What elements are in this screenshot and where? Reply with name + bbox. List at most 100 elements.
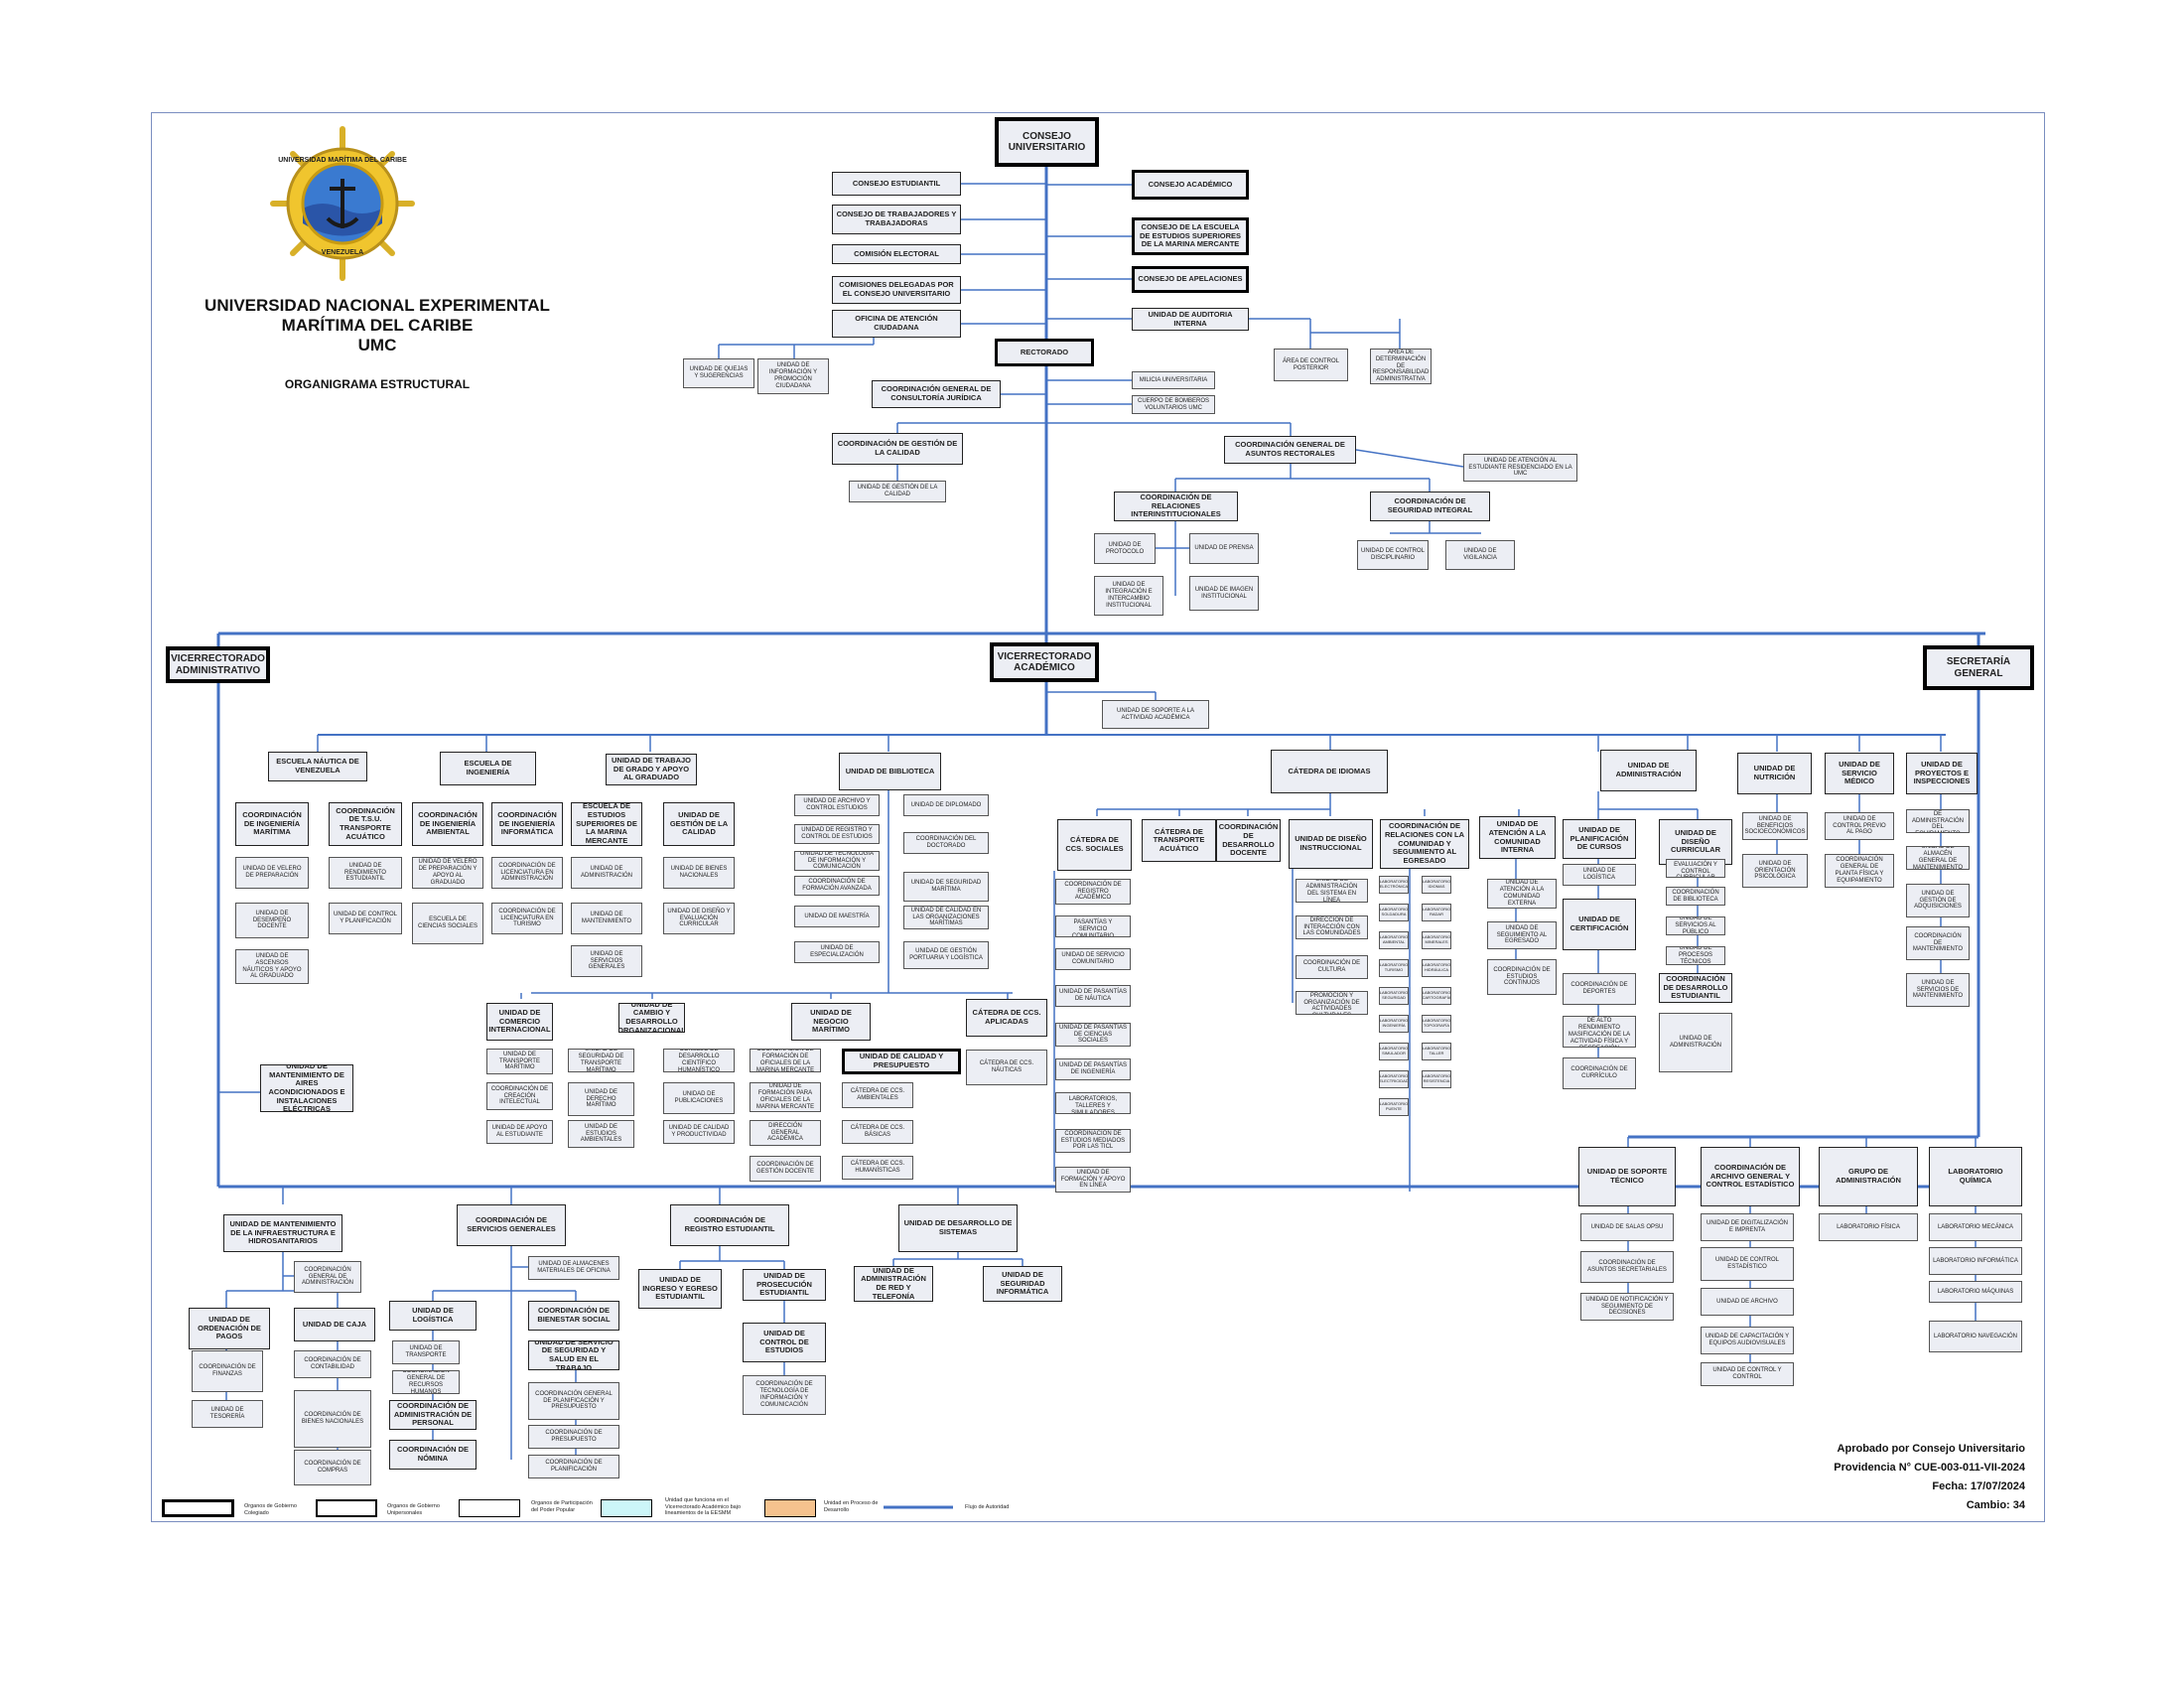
org-node-unidad-de-tesoreria: UNIDAD DE TESORERÍA	[192, 1400, 263, 1428]
org-node-vicerrectorado-academico: VICERRECTORADO ACADÉMICO	[990, 642, 1099, 682]
org-node-unidad-de-servicio-comunitario: UNIDAD DE SERVICIO COMUNITARIO	[1055, 948, 1131, 970]
org-node-coordinacion-general-de-administracion: COORDINACIÓN GENERAL DE ADMINISTRACIÓN	[294, 1261, 361, 1293]
org-node-grupo-de-administracion: GRUPO DE ADMINISTRACIÓN	[1819, 1147, 1918, 1206]
org-node-unidad-de-seguridad-maritima: UNIDAD DE SEGURIDAD MARÍTIMA	[903, 872, 989, 902]
org-node-escuela-de-ingenieria: ESCUELA DE INGENIERÍA	[440, 752, 536, 785]
org-node-consejo-academico: CONSEJO ACADÉMICO	[1132, 170, 1249, 200]
org-node-unidad-de-promocion-y-organizacion-de-ac: UNIDAD DE PROMOCIÓN Y ORGANIZACIÓN DE AC…	[1296, 991, 1368, 1015]
org-node-unidad-de-soporte-a-la-actividad-academi: UNIDAD DE SOPORTE A LA ACTIVIDAD ACADÉMI…	[1102, 700, 1209, 729]
org-node-comision-electoral: COMISIÓN ELECTORAL	[832, 244, 961, 264]
org-node-unidad-de-gestion-de-adquisiciones: UNIDAD DE GESTIÓN DE ADQUISICIONES	[1906, 884, 1970, 917]
org-node-unidad-de-notificacion-y-seguimiento-de-: UNIDAD DE NOTIFICACIÓN Y SEGUIMIENTO DE …	[1580, 1293, 1674, 1321]
org-node-coordinacion-general-de-recursos-humanos: COORDINACIÓN GENERAL DE RECURSOS HUMANOS	[392, 1370, 460, 1394]
legend-label-unipersonal: Organos de Gobierno Unipersonales	[387, 1503, 440, 1516]
org-node-laboratorio-radar: LABORATORIO RADAR	[1422, 904, 1451, 921]
org-node-unidad-de-digitalizacion-e-imprenta: UNIDAD DE DIGITALIZACIÓN E IMPRENTA	[1701, 1213, 1794, 1241]
org-node-unidad-de-administracion: UNIDAD DE ADMINISTRACIÓN	[1659, 1013, 1732, 1072]
org-node-unidad-de-planificacion-de-cursos: UNIDAD DE PLANIFICACIÓN DE CURSOS	[1563, 819, 1636, 859]
legend-swatch-unipersonal	[316, 1499, 377, 1517]
legend-label-popular: Organos de Participación del Poder Popul…	[531, 1500, 593, 1513]
org-node-laboratorio-resistencia: LABORATORIO RESISTENCIA	[1422, 1070, 1451, 1088]
legend-swatch-eesmm	[601, 1499, 652, 1517]
org-node-consejo-de-trabajadores-y-trabajadoras: CONSEJO DE TRABAJADORES Y TRABAJADORAS	[832, 205, 961, 234]
org-node-coordinacion-de-deportes: COORDINACIÓN DE DEPORTES	[1563, 973, 1636, 1005]
org-node-coordinacion-de-ingenieria-informatica: COORDINACIÓN DE INGENIERÍA INFORMÁTICA	[491, 802, 563, 846]
org-node-unidad-de-ascensos-nauticos-y-apoyo-al-g: UNIDAD DE ASCENSOS NÁUTICOS Y APOYO AL G…	[235, 949, 309, 984]
chart-subtitle: ORGANIGRAMA ESTRUCTURAL	[284, 377, 471, 391]
org-node-coordinacion-de-biblioteca: COORDINACIÓN DE BIBLIOTECA	[1666, 887, 1725, 906]
legend-label-authority: Flujo de Autoridad	[965, 1504, 1010, 1510]
legend-swatch-development	[764, 1499, 816, 1517]
org-node-unidad-de-negocio-maritimo: UNIDAD DE NEGOCIO MARÍTIMO	[791, 1003, 871, 1041]
diagram-frame	[151, 112, 2045, 1522]
org-node-consejo-estudiantil: CONSEJO ESTUDIANTIL	[832, 172, 961, 196]
org-node-unidad-de-logistica: UNIDAD DE LOGÍSTICA	[389, 1301, 477, 1331]
org-node-direccion-de-interaccion-con-las-comunid: DIRECCIÓN DE INTERACCIÓN CON LAS COMUNID…	[1296, 915, 1368, 939]
org-node-unidad-de-administracion: UNIDAD DE ADMINISTRACIÓN	[1600, 750, 1697, 791]
org-node-coordinacion-de-nomina: COORDINACIÓN DE NÓMINA	[389, 1440, 477, 1470]
org-node-laboratorio-maquinas: LABORATORIO MÁQUINAS	[1929, 1281, 2022, 1303]
org-node-coordinacion-de-presupuesto: COORDINACIÓN DE PRESUPUESTO	[528, 1425, 619, 1449]
org-node-unidad-de-integracion-e-intercambio-inst: UNIDAD DE INTEGRACIÓN E INTERCAMBIO INST…	[1094, 576, 1163, 616]
org-node-coordinacion-de-pasantias-y-servicio-com: COORDINACIÓN DE PASANTÍAS Y SERVICIO COM…	[1055, 915, 1131, 937]
org-node-coordinacion-de-ingenieria-maritima: COORDINACIÓN DE INGENIERÍA MARÍTIMA	[235, 802, 309, 846]
org-node-coordinacion-de-desarrollo-docente: COORDINACIÓN DE DESARROLLO DOCENTE	[1216, 819, 1281, 862]
org-node-coordinacion-de-formacion-avanzada: COORDINACIÓN DE FORMACIÓN AVANZADA	[794, 876, 880, 896]
org-node-unidad-de-control-estadistico: UNIDAD DE CONTROL ESTADÍSTICO	[1701, 1247, 1794, 1281]
org-node-coordinacion-de-curriculo: COORDINACIÓN DE CURRÍCULO	[1563, 1057, 1636, 1089]
org-node-coordinacion-de-compras: COORDINACIÓN DE COMPRAS	[294, 1450, 371, 1485]
org-node-laboratorio-taller: LABORATORIO TALLER	[1422, 1043, 1451, 1060]
org-node-catedra-de-ccs-aplicadas: CÁTEDRA DE CCS. APLICADAS	[966, 999, 1047, 1037]
org-node-coordinacion-de-bienes-nacionales: COORDINACIÓN DE BIENES NACIONALES	[294, 1390, 371, 1448]
org-node-unidad-de-administracion: UNIDAD DE ADMINISTRACIÓN	[571, 857, 642, 889]
org-node-coordinacion-general-de-planificacion-y-: COORDINACIÓN GENERAL DE PLANIFICACIÓN Y …	[528, 1382, 619, 1420]
org-node-coordinacion-general-de-planta-fisica-y-: COORDINACIÓN GENERAL DE PLANTA FÍSICA Y …	[1825, 854, 1894, 888]
org-node-unidad-de-pasantias-de-ciencias-sociales: UNIDAD DE PASANTÍAS DE CIENCIAS SOCIALES	[1055, 1023, 1131, 1047]
org-node-coordinacion-de-estudios-continuos: COORDINACIÓN DE ESTUDIOS CONTINUOS	[1487, 959, 1557, 995]
approval-line4: Cambio: 34	[1966, 1499, 2025, 1511]
legend-line-authority	[884, 1505, 953, 1509]
legend-label-development: Unidad en Proceso de Desarrollo	[824, 1500, 879, 1513]
org-node-laboratorio-seguridad: LABORATORIO SEGURIDAD	[1379, 987, 1409, 1005]
org-node-unidad-de-rendimiento-estudiantil: UNIDAD DE RENDIMIENTO ESTUDIANTIL	[329, 857, 402, 889]
org-node-coordinacion-de-licenciatura-en-turismo: COORDINACIÓN DE LICENCIATURA EN TURISMO	[491, 903, 563, 934]
svg-text:VENEZUELA: VENEZUELA	[322, 249, 363, 256]
org-node-unidad-de-ordenacion-de-pagos: UNIDAD DE ORDENACIÓN DE PAGOS	[189, 1308, 270, 1349]
org-node-rectorado: RECTORADO	[995, 339, 1094, 366]
org-node-unidad-de-nutricion: UNIDAD DE NUTRICIÓN	[1737, 753, 1812, 794]
legend-swatch-collegiate	[162, 1499, 234, 1517]
org-node-unidad-de-almacen-general-de-mantenimien: UNIDAD DE ALMACÉN GENERAL DE MANTENIMIEN…	[1906, 846, 1970, 870]
org-node-unidad-de-imagen-institucional: UNIDAD DE IMAGEN INSTITUCIONAL	[1189, 576, 1259, 611]
org-node-coordinacion-de-finanzas: COORDINACIÓN DE FINANZAS	[192, 1350, 263, 1392]
org-node-unidad-de-mantenimiento-de-aires-acondic: UNIDAD DE MANTENIMIENTO DE AIRES ACONDIC…	[260, 1064, 353, 1112]
org-node-unidad-de-trabajo-de-grado-y-apoyo-al-gr: UNIDAD DE TRABAJO DE GRADO Y APOYO AL GR…	[606, 754, 697, 785]
org-node-coordinacion-de-contabilidad: COORDINACIÓN DE CONTABILIDAD	[294, 1350, 371, 1378]
org-node-unidad-de-caja: UNIDAD DE CAJA	[294, 1308, 375, 1341]
org-node-coordinacion-de-administracion-del-equip: COORDINACIÓN DE ADMINISTRACIÓN DEL EQUIP…	[1906, 809, 1970, 833]
org-node-laboratorio-ingenieria: LABORATORIO INGENIERÍA	[1379, 1015, 1409, 1033]
approval-line3: Fecha: 17/07/2024	[1932, 1480, 2025, 1492]
org-node-laboratorio-puente: LABORATORIO PUENTE	[1379, 1098, 1409, 1116]
org-node-unidad-de-evaluacion-y-control-curricula: UNIDAD DE EVALUACIÓN Y CONTROL CURRICULA…	[1666, 859, 1725, 878]
org-node-coordinacion-de-asuntos-secretariales: COORDINACIÓN DE ASUNTOS SECRETARIALES	[1580, 1251, 1674, 1283]
org-node-unidad-de-control-previo-al-pago: UNIDAD DE CONTROL PREVIO AL PAGO	[1825, 812, 1894, 840]
org-node-unidad-de-administracion-de-red-y-telefo: UNIDAD DE ADMINISTRACIÓN DE RED Y TELEFO…	[854, 1266, 933, 1302]
org-node-unidad-de-biblioteca: UNIDAD DE BIBLIOTECA	[839, 753, 941, 790]
org-node-unidad-de-informacion-y-promocion-ciudad: UNIDAD DE INFORMACIÓN Y PROMOCIÓN CIUDAD…	[757, 358, 829, 394]
legend-label-collegiate: Organos de Gobierno Colegiado	[244, 1503, 297, 1516]
org-node-coordinacion-de-licenciatura-en-administ: COORDINACIÓN DE LICENCIATURA EN ADMINIST…	[491, 857, 563, 889]
org-node-unidad-de-control-de-estudios: UNIDAD DE CONTROL DE ESTUDIOS	[743, 1323, 826, 1362]
org-node-unidad-de-archivo: UNIDAD DE ARCHIVO	[1701, 1288, 1794, 1316]
org-node-unidad-de-formacion-para-oficiales-de-la: UNIDAD DE FORMACIÓN PARA OFICIALES DE LA…	[750, 1082, 821, 1112]
org-node-unidad-de-calidad-y-presupuesto: UNIDAD DE CALIDAD Y PRESUPUESTO	[842, 1049, 961, 1074]
org-node-laboratorio-navegacion: LABORATORIO NAVEGACIÓN	[1929, 1321, 2022, 1352]
org-node-catedra-de-ccs-sociales: CÁTEDRA DE CCS. SOCIALES	[1057, 819, 1132, 871]
org-node-laboratorio-turismo: LABORATORIO TURISMO	[1379, 959, 1409, 977]
org-node-laboratorio-electronica: LABORATORIO ELECTRÓNICA	[1379, 876, 1409, 894]
org-node-coordinacion-de-archivo-general-y-contro: COORDINACIÓN DE ARCHIVO GENERAL Y CONTRO…	[1701, 1147, 1800, 1206]
org-node-unidad-de-control-disciplinario: UNIDAD DE CONTROL DISCIPLINARIO	[1357, 540, 1429, 570]
org-node-unidad-de-tecnologia-de-informacion-y-co: UNIDAD DE TECNOLOGÍA DE INFORMACIÓN Y CO…	[794, 851, 880, 871]
org-node-laboratorio-mecanica: LABORATORIO MECÁNICA	[1929, 1213, 2022, 1241]
approval-line2: Providencia N° CUE-003-011-VII-2024	[1834, 1462, 2025, 1474]
org-node-laboratorio-electricidad: LABORATORIO ELECTRICIDAD	[1379, 1070, 1409, 1088]
